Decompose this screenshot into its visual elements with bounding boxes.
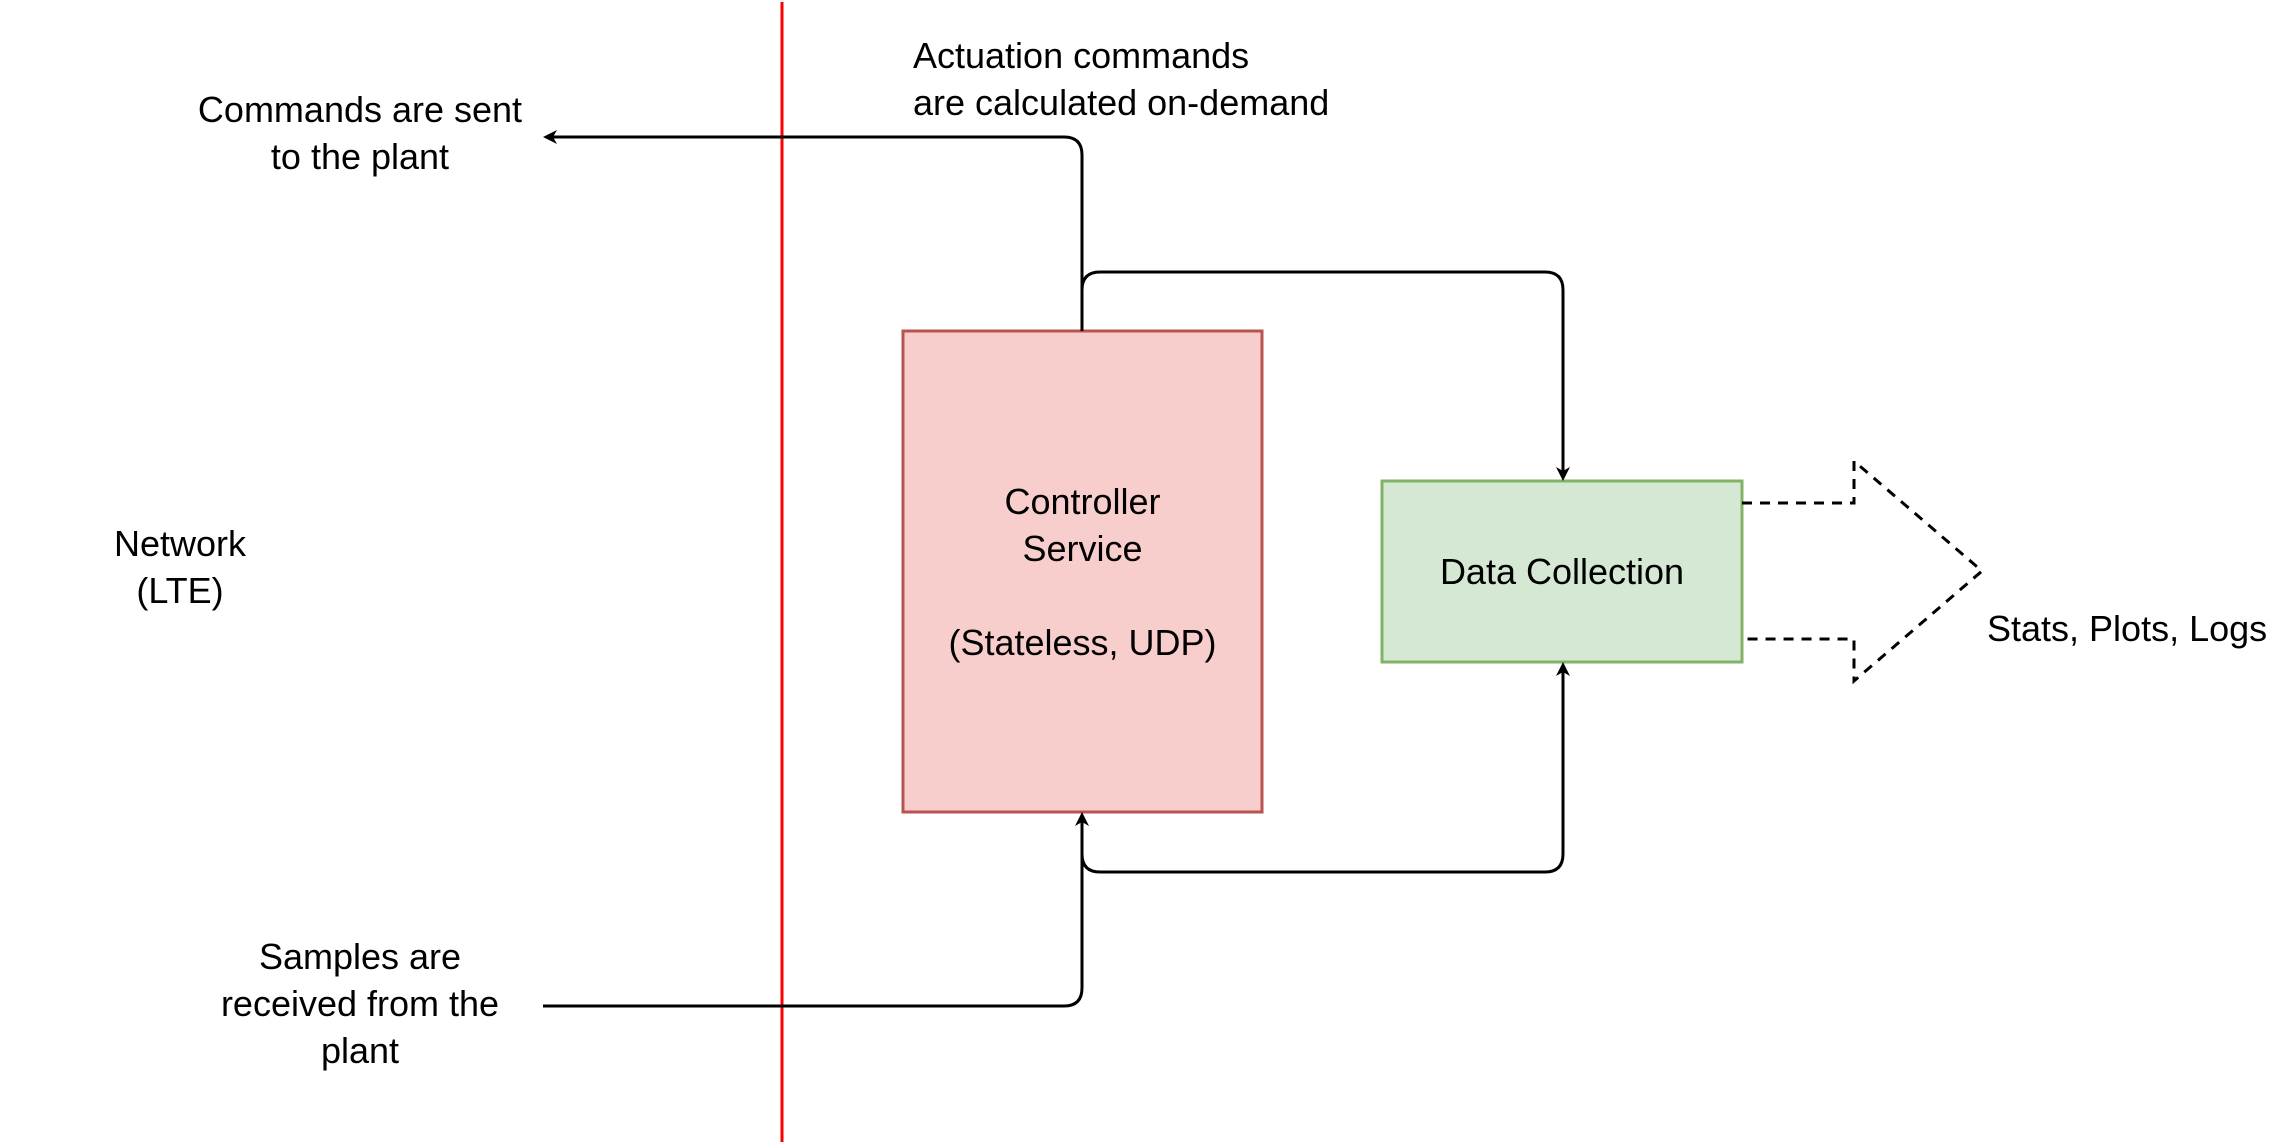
- data-collection-box: [1380, 479, 1744, 664]
- data-collection-label: Data Collection: [1439, 551, 1685, 592]
- commands-sent-arrow: [543, 130, 1084, 331]
- samples-received-label: Samples are received from the plant: [220, 936, 500, 1071]
- network-label: Network (LTE): [113, 523, 247, 611]
- commands-sent-label: Commands are sent to the plant: [197, 89, 523, 177]
- controller-service-label: Controller Service (Stateless, UDP): [948, 480, 1217, 663]
- outputs-label: Stats, Plots, Logs: [1987, 608, 2268, 649]
- samples-received-arrow: [543, 812, 1089, 1008]
- controller-to-collection-arrow: [1080, 270, 1570, 481]
- samples-to-collection-arrow: [1080, 662, 1570, 874]
- actuation-commands-label: Actuation commands are calculated on-dem…: [913, 35, 1330, 123]
- outputs-dashed-arrow: [1742, 457, 1985, 685]
